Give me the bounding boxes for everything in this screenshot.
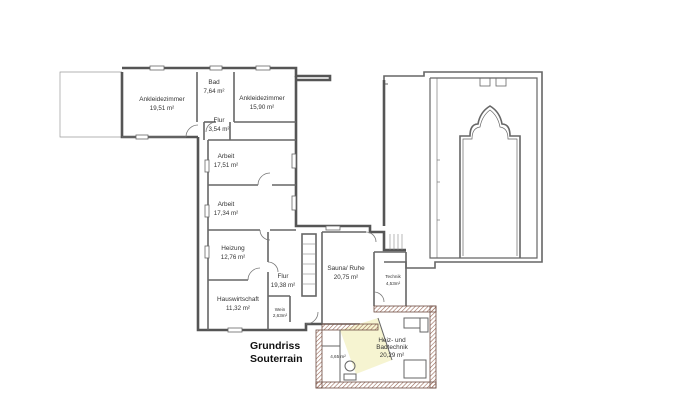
room-name-heiz-badtechnik-line1: Heiz- und — [378, 337, 406, 344]
room-name-bad: Bad — [208, 79, 220, 86]
room-area-bad: 7,64 m² — [204, 88, 225, 95]
room-area-heiz-badtechnik: 20,29 m² — [380, 352, 404, 359]
stairs — [302, 234, 403, 285]
room-area-ankleidezimmer-left: 19,51 m² — [150, 105, 174, 112]
pool-basin — [459, 105, 521, 258]
room-area-flur-lower: 19,38 m² — [271, 282, 295, 289]
room-area-sauna: 20,75 m² — [334, 274, 358, 281]
windows — [135, 65, 341, 333]
room-area-technik: 4,53m² — [386, 281, 401, 286]
room-area-wein: 2,63m² — [273, 313, 288, 318]
room-area-arbeit-2: 17,34 m² — [214, 210, 238, 217]
hatched-wall-bottom — [315, 381, 437, 389]
room-name-heizung: Heizung — [221, 245, 245, 252]
pool-area — [383, 71, 543, 269]
room-area-heizung: 12,76 m² — [221, 254, 245, 261]
room-area-ankleidezimmer-right: 15,90 m² — [250, 104, 274, 111]
room-name-arbeit-1: Arbeit — [218, 153, 235, 160]
hatched-wall-left — [315, 329, 323, 389]
room-name-sauna: Sauna/ Ruhe — [327, 265, 365, 272]
interior-walls — [122, 72, 407, 330]
room-name-flur-lower: Flur — [277, 273, 289, 280]
room-area-hauswirtschaft: 11,32 m² — [226, 305, 250, 312]
technik-extension — [315, 305, 437, 389]
room-name-heiz-badtechnik-line2: Badtechnik — [376, 344, 408, 351]
plan-title-line1: Grundriss — [250, 340, 301, 352]
room-labels: Ankleidezimmer 19,51 m² Bad 7,64 m² Ankl… — [139, 79, 408, 359]
room-name-arbeit-2: Arbeit — [218, 201, 235, 208]
highlight-area — [340, 318, 392, 374]
room-name-wein: Wein — [275, 307, 286, 312]
plan-title: Grundriss Souterrain — [250, 340, 303, 366]
room-area-arbeit-1: 17,51 m² — [214, 162, 238, 169]
room-name-hauswirtschaft: Hauswirtschaft — [217, 296, 259, 303]
hatched-wall-top — [373, 305, 437, 313]
room-name-flur-upper: Flur — [213, 117, 225, 124]
plan-title-line2: Souterrain — [250, 353, 303, 365]
room-name-ankleidezimmer-right: Ankleidezimmer — [239, 95, 285, 102]
room-name-ankleidezimmer-left: Ankleidezimmer — [139, 96, 185, 103]
hatched-wall-right — [429, 305, 437, 389]
room-name-technik: Technik — [385, 274, 401, 279]
terrace-outline — [59, 71, 122, 138]
room-area-small: 4,65 m² — [330, 354, 346, 359]
room-area-flur-upper: 3,54 m² — [209, 126, 230, 133]
door-swings — [185, 121, 385, 325]
